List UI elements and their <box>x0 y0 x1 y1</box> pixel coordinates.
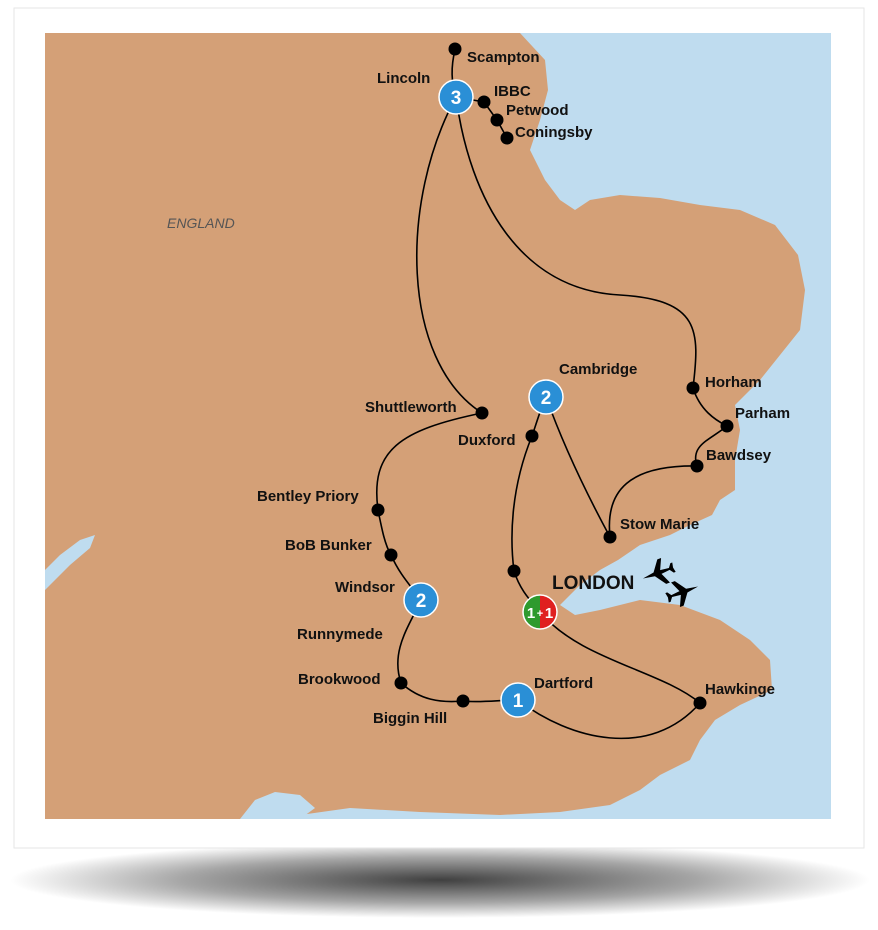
overnight-badge-dartford[interactable]: 1 <box>500 682 536 718</box>
stop-dot-bob-bunker[interactable] <box>384 548 398 562</box>
label-lincoln: Lincoln <box>377 70 430 87</box>
route-segment <box>455 96 697 389</box>
route-segment <box>545 396 611 538</box>
label-shuttleworth: Shuttleworth <box>365 399 457 416</box>
airplane-icon <box>642 558 699 607</box>
stop-dot-bawdsey[interactable] <box>690 459 704 473</box>
start-nights: 1 <box>527 605 535 622</box>
stop-dot-parham[interactable] <box>720 419 734 433</box>
label-hawkinge: Hawkinge <box>705 681 775 698</box>
end-nights: 1 <box>545 605 553 622</box>
label-bob-bunker: BoB Bunker <box>285 537 372 554</box>
stop-dot-horham[interactable] <box>686 381 700 395</box>
frame-shadow <box>10 842 870 918</box>
badge-nights: 1 <box>513 691 524 712</box>
label-parham: Parham <box>735 405 790 422</box>
route-segment <box>511 435 533 572</box>
stop-dot-ibbc[interactable] <box>477 95 491 109</box>
region-label-england: ENGLAND <box>167 215 235 231</box>
label-stow-marie: Stow Marie <box>620 516 699 533</box>
overnight-badge-cambridge[interactable]: 2 <box>528 379 564 415</box>
stop-dots <box>371 42 734 710</box>
badge-nights: 2 <box>541 388 552 409</box>
route-segment <box>415 96 483 414</box>
label-windsor: Windsor <box>335 579 395 596</box>
label-biggin-hill: Biggin Hill <box>373 710 447 727</box>
label-bentley-priory: Bentley Priory <box>257 488 359 505</box>
plus-sign: + <box>537 608 543 620</box>
west-estuary <box>45 535 95 590</box>
label-coningsby: Coningsby <box>515 124 593 141</box>
stop-dot-scampton[interactable] <box>448 42 462 56</box>
label-runnymede: Runnymede <box>297 626 383 643</box>
stop-dot-duxford[interactable] <box>525 429 539 443</box>
label-brookwood: Brookwood <box>298 671 381 688</box>
label-duxford: Duxford <box>458 432 516 449</box>
label-ibbc: IBBC <box>494 83 531 100</box>
route-segment <box>608 465 698 538</box>
badge-nights: 3 <box>451 88 462 109</box>
stop-dot-bentley-priory[interactable] <box>371 503 385 517</box>
label-london: LONDON <box>552 573 634 594</box>
route-segment <box>376 412 483 511</box>
overnight-badge-lincoln[interactable]: 3 <box>438 79 474 115</box>
stop-dot-biggin-hill[interactable] <box>456 694 470 708</box>
stop-dot-hawkinge[interactable] <box>693 696 707 710</box>
stop-dot-london-outskirts[interactable] <box>507 564 521 578</box>
stop-dot-brookwood[interactable] <box>394 676 408 690</box>
south-inlet <box>240 792 315 819</box>
overnight-badge-windsor[interactable]: 2 <box>403 582 439 618</box>
route-segment <box>539 611 701 704</box>
label-petwood: Petwood <box>506 102 569 119</box>
route-segment <box>517 699 701 740</box>
label-cambridge: Cambridge <box>559 361 637 378</box>
stop-dot-petwood[interactable] <box>490 113 504 127</box>
stop-dot-coningsby[interactable] <box>500 131 514 145</box>
land-area <box>45 33 805 819</box>
london-start-end-badge[interactable]: 1 + 1 <box>522 594 558 630</box>
badge-nights: 2 <box>416 591 427 612</box>
label-dartford: Dartford <box>534 675 593 692</box>
label-bawdsey: Bawdsey <box>706 447 772 464</box>
stop-dot-stow-marie[interactable] <box>603 530 617 544</box>
stop-dot-shuttleworth[interactable] <box>475 406 489 420</box>
label-scampton: Scampton <box>467 49 540 66</box>
label-horham: Horham <box>705 374 762 391</box>
